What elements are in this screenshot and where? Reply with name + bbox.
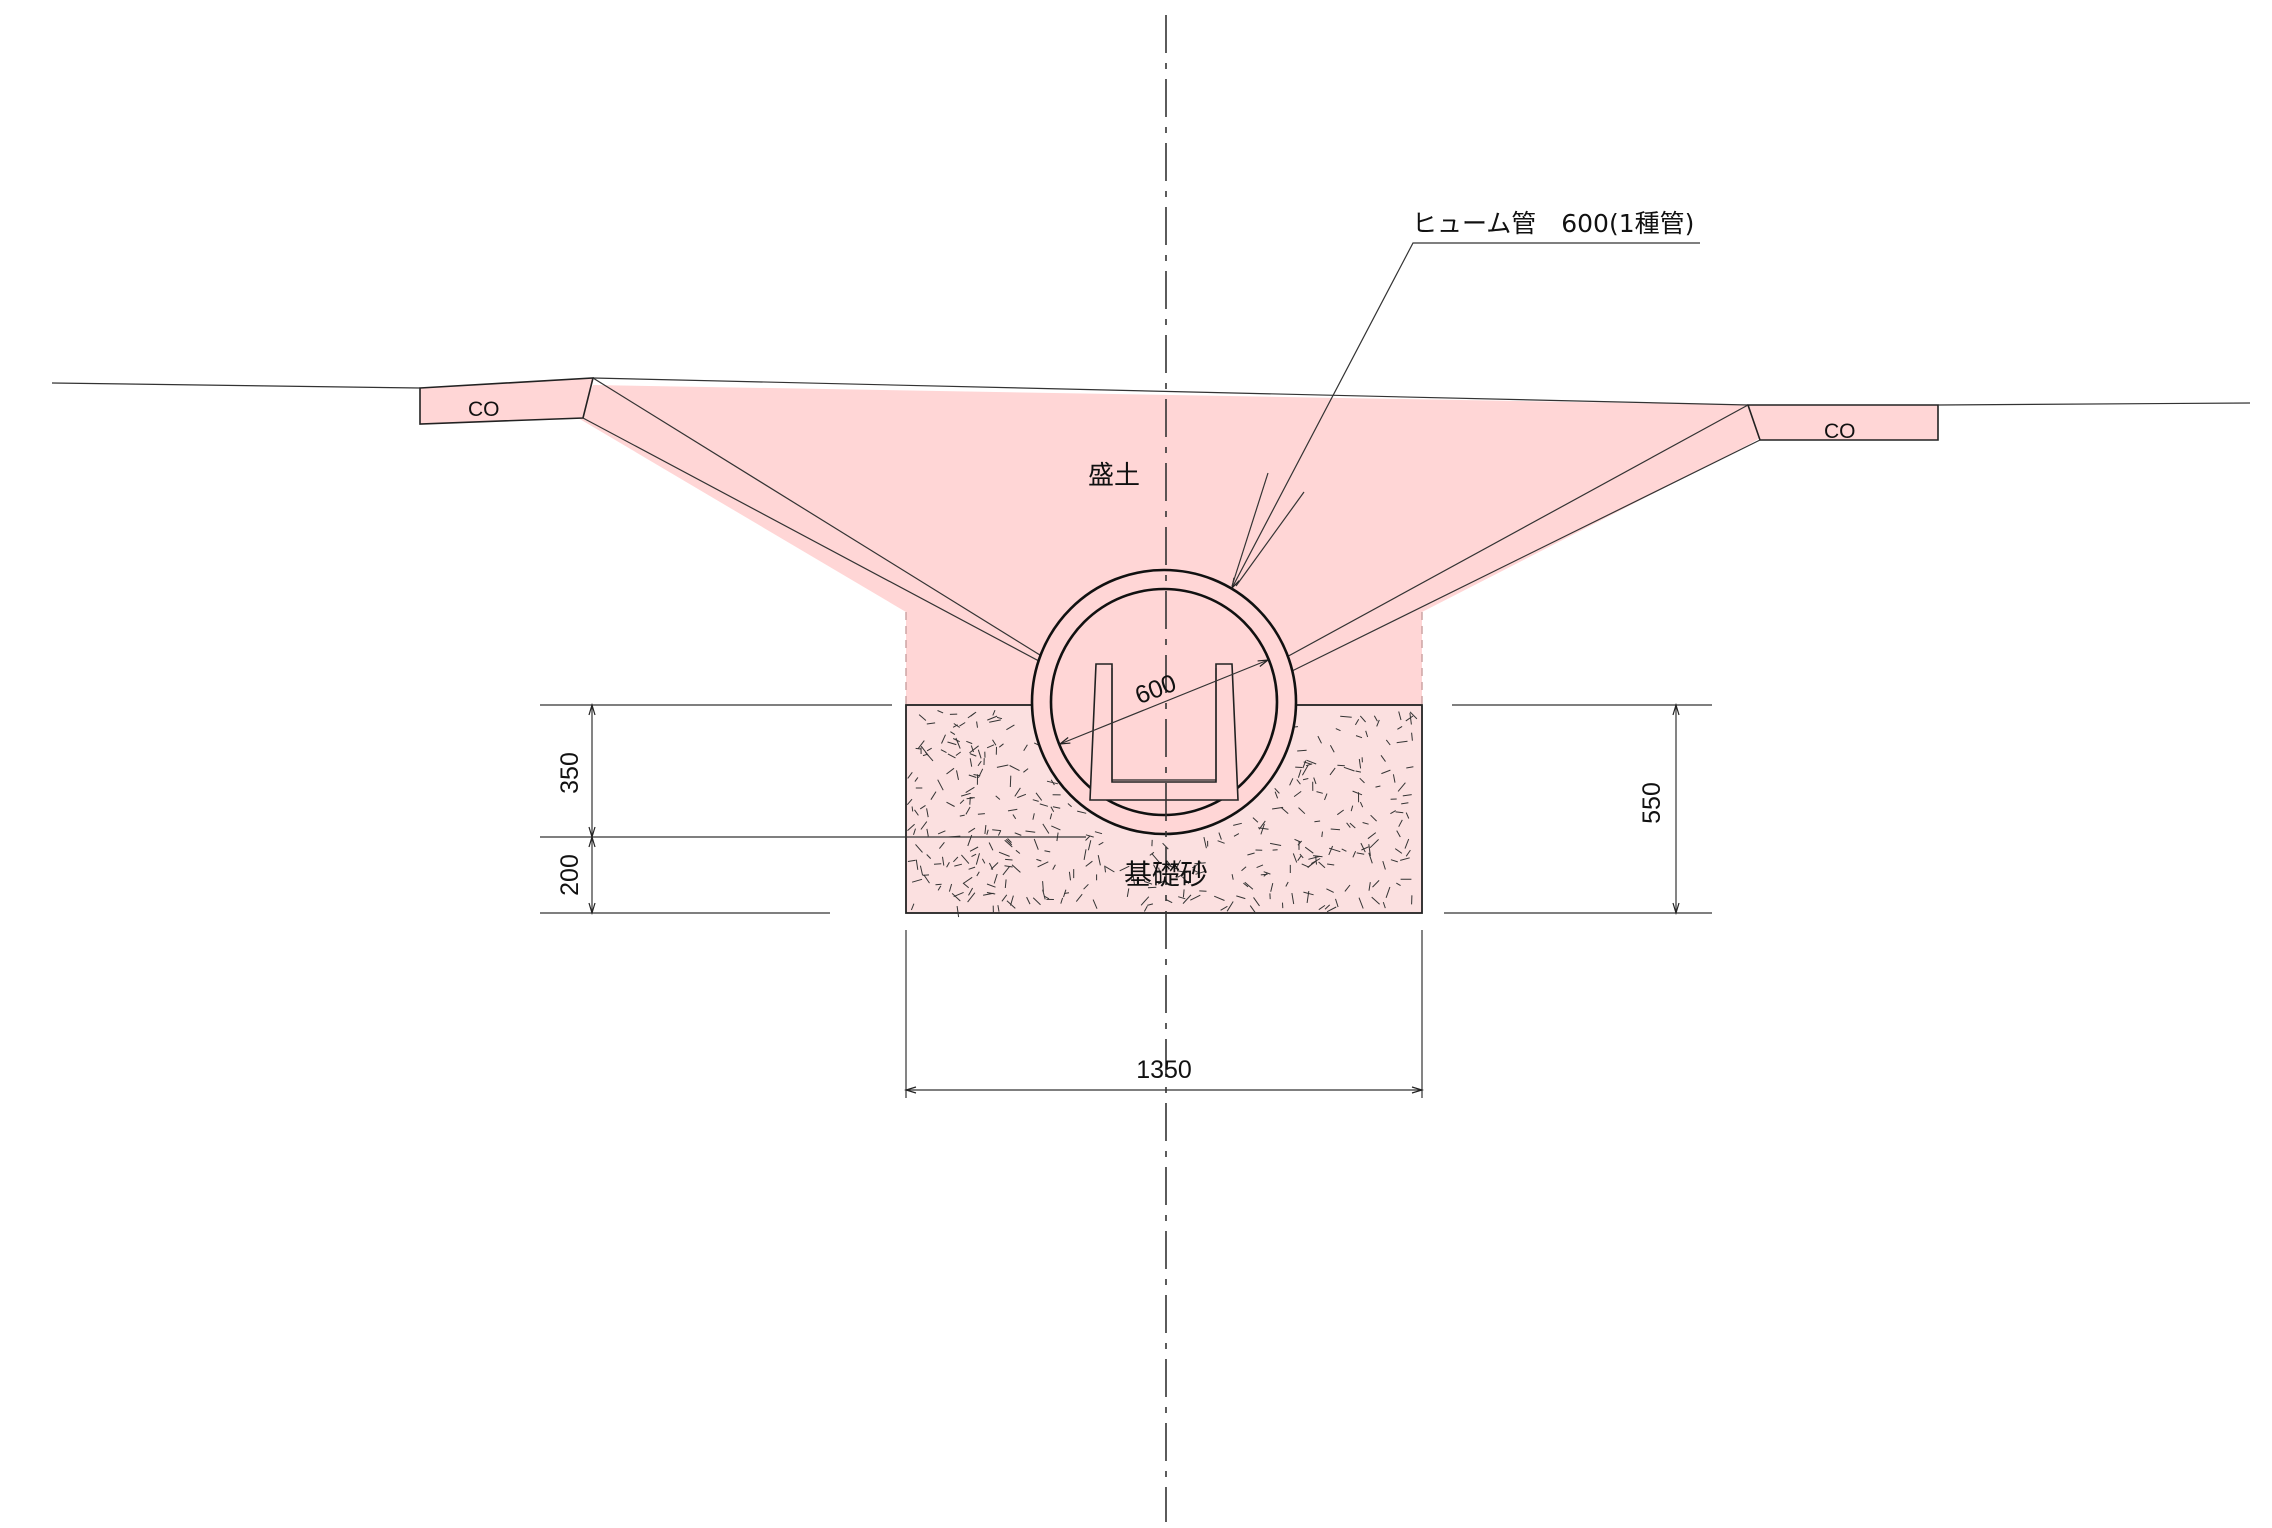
foundation-sand-label: 基礎砂 (1124, 858, 1208, 891)
co-slab-right (1746, 404, 1939, 441)
dim-350-label: 350 (556, 752, 584, 794)
dim-200-label: 200 (556, 854, 584, 896)
ground-line-right (1937, 402, 2251, 406)
ground-line-left (51, 382, 421, 389)
embankment-label: 盛土 (1088, 461, 1140, 491)
pipe-callout-label: ヒューム管 600(1種管) (1412, 209, 1694, 238)
dimension-lines (592, 660, 1676, 1090)
dim-550-label: 550 (1638, 782, 1666, 824)
embankment-fill (578, 385, 1760, 705)
dim-line-600 (1060, 660, 1268, 744)
co-slab-left (419, 377, 595, 425)
co-right-label: CO (1824, 420, 1856, 443)
pipe-leader (1232, 242, 1700, 588)
extension-lines (540, 704, 1712, 1098)
embankment-area (578, 385, 1760, 705)
ground-line-top (592, 377, 1749, 406)
dim-1350-label: 1350 (1136, 1056, 1192, 1084)
co-left-label: CO (468, 398, 500, 421)
sand-hatch (906, 710, 1418, 918)
slope-lines (582, 377, 1761, 673)
